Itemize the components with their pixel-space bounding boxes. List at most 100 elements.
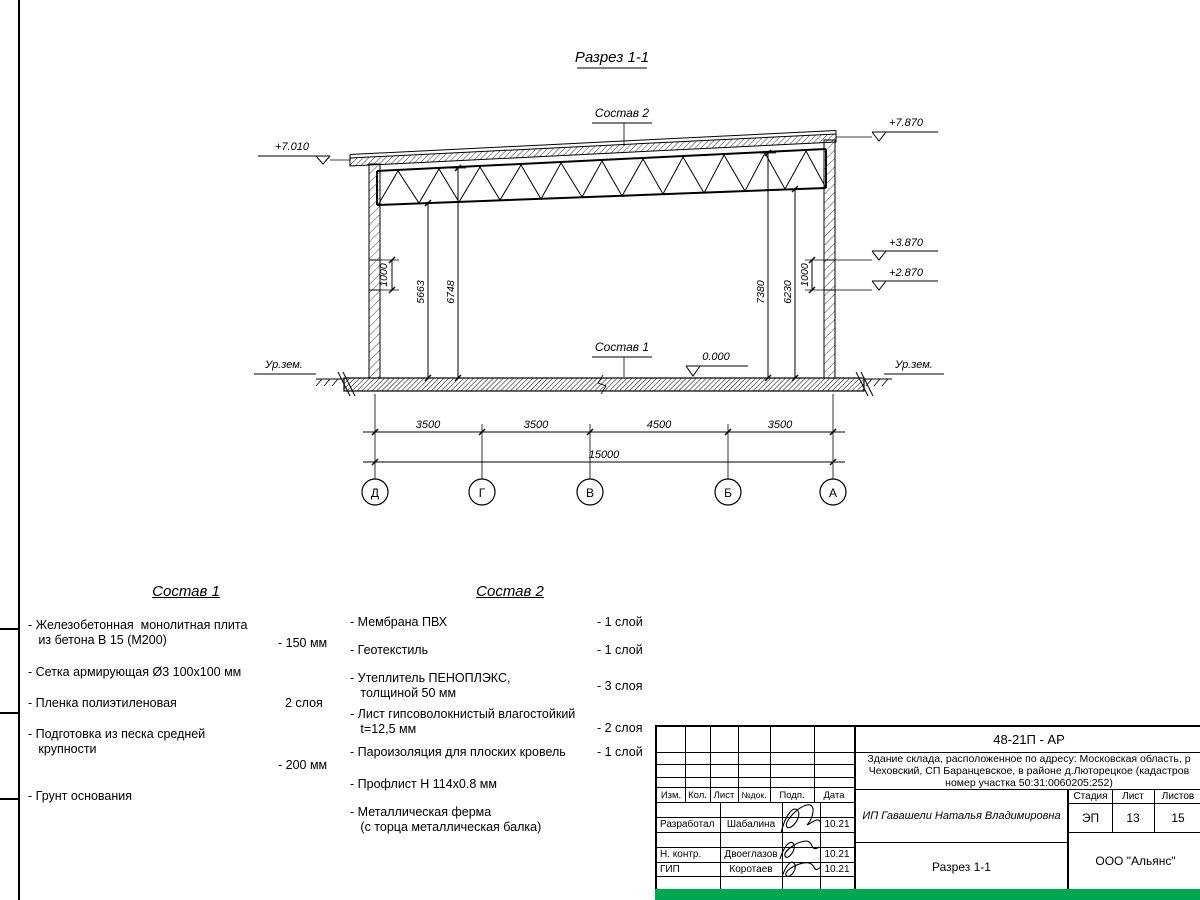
sostav1-title: Состав 1 [152,583,220,600]
col-kol: Кол. [688,789,707,801]
signature-korotaev [781,861,822,878]
stage-value: ЭП [1081,810,1100,825]
name-dvoeglazov: Двоеглазов [724,849,778,860]
date-gip: 10.21 [824,863,850,875]
section-title: Разрез 1-1 [575,49,649,69]
project-description: Здание склада, расположенное по адресу: … [867,753,1191,789]
signature-shabalina [780,804,822,834]
svg-text:+7.870: +7.870 [889,117,924,129]
svg-text:1000: 1000 [378,263,390,287]
col-podp: Подп. [779,789,805,801]
client-name: ИП Гавашели Наталья Владимировна [862,810,1061,822]
title-block: 48-21П - АР Здание склада, расположенное… [655,725,1200,892]
svg-text:3500: 3500 [524,419,549,431]
sheets-value: 15 [1171,810,1185,825]
col-list: Лист [713,789,735,801]
sostav2-value-2: - 1 слой [597,643,643,657]
binding-tick [0,798,18,800]
col-ndok: №док. [741,790,767,800]
sostav2-item-3: - Утеплитель ПЕНОПЛЭКС, толщиной 50 мм [350,671,511,700]
ground-label-left: Ур.зем. [254,359,316,375]
vdim-6230: 6230 [782,185,803,382]
sostav2-item-1: - Мембрана ПВХ [350,615,448,629]
sostav2-value-1: - 1 слой [597,615,643,629]
svg-text:6748: 6748 [445,280,457,304]
doc-number: 48-21П - АР [993,732,1065,747]
axis-label: Г [479,486,486,500]
svg-text:+2.870: +2.870 [889,267,924,279]
axis-label: В [586,486,594,500]
sostav2-item-7: - Металлическая ферма (с торца металличе… [350,805,542,834]
elevation-mark-zero: 0.000 [685,351,748,377]
axis-bubbles: Д Г В Б А [361,470,847,506]
svg-text:15000: 15000 [589,449,620,461]
sostav2-item-2: - Геотекстиль [350,643,429,657]
sostav2-item-5: - Пароизоляция для плоских кровель [350,745,566,759]
accent-bar [655,889,1200,900]
col-data: Дата [823,789,845,801]
sheets-header: Листов [1161,790,1195,802]
callout-sostav1: Состав 1 [592,340,652,377]
roof [349,130,837,167]
svg-text:6230: 6230 [782,280,794,304]
sostav2-value-5: - 1 слой [597,745,643,759]
elevation-mark-7010: +7.010 [258,141,350,165]
svg-text:7380: 7380 [755,280,767,304]
axis-label: Д [371,486,379,500]
sostav2-value-4: - 2 слоя [597,721,643,735]
date-razrabotal: 10.21 [824,819,850,830]
vdim-left-wall-1000: 1000 [378,256,399,294]
vdim-5663: 5663 [415,199,436,382]
sostav2-title: Состав 2 [476,583,544,600]
svg-text:Ур.зем.: Ур.зем. [264,359,303,371]
section-title-text: Разрез 1-1 [575,49,649,66]
sostav1-item-5: - Грунт основания [28,789,133,803]
ground-line-right [864,378,892,387]
callout-sostav2: Состав 2 [592,106,652,146]
sheet-frame-left [18,0,20,900]
svg-text:1000: 1000 [799,263,811,287]
svg-text:Ур.зем.: Ур.зем. [894,359,933,371]
role-nkontr: Н. контр. [660,849,702,860]
elevation-mark-2870: +2.870 [835,267,938,291]
sostav2-value-3: - 3 слоя [597,679,643,693]
svg-text:0.000: 0.000 [702,351,730,363]
binding-tick [0,628,18,630]
wall-right [823,139,836,379]
name-shabalina: Шабалина [726,819,776,830]
ground-label-right: Ур.зем. [884,359,944,375]
role-gip: ГИП [660,863,680,875]
sostav1-item-2: - Сетка армирующая Ø3 100х100 мм [28,665,242,679]
elevation-mark-3870: +3.870 [835,237,938,261]
svg-text:3500: 3500 [416,419,441,431]
sostav1-value-1: - 150 мм [278,636,328,650]
sostav2-item-6: - Профлист Н 114х0.8 мм [350,777,497,791]
sostav1-item-1: - Железобетонная монолитная плита из бет… [28,618,248,647]
svg-text:Состав 1: Состав 1 [595,340,649,354]
date-nkontr: 10.21 [824,849,850,860]
sheet-header: Лист [1122,790,1144,802]
company-name: ООО "Альянс" [1095,854,1176,868]
sheet-value: 13 [1126,810,1140,825]
vdim-7380: 7380 [755,149,776,382]
axis-label: А [829,486,837,500]
axis-label: Б [724,486,732,500]
sostav1-item-3: - Пленка полиэтиленовая [28,696,177,710]
sostav1-value-4: - 200 мм [278,758,328,772]
sostav1-value-3: 2 слоя [285,696,323,710]
name-korotaev: Коротаев [729,863,773,875]
elevation-mark-7870: +7.870 [836,117,938,142]
svg-text:Состав 2: Состав 2 [595,106,649,120]
col-izm: Изм. [660,789,682,801]
vdim-right-wall-1000: 1000 [799,256,824,294]
role-razrabotal: Разработал [660,819,715,830]
signature-dvoeglazov [779,840,820,860]
svg-text:+3.870: +3.870 [889,237,924,249]
sostav1-item-4: - Подготовка из песка средней крупности [28,727,206,756]
svg-text:4500: 4500 [647,419,672,431]
vdim-6748: 6748 [445,164,466,382]
binding-tick [0,712,18,714]
sheet-title: Разрез 1-1 [932,859,991,874]
section-drawing: Разрез 1-1 [254,49,944,506]
